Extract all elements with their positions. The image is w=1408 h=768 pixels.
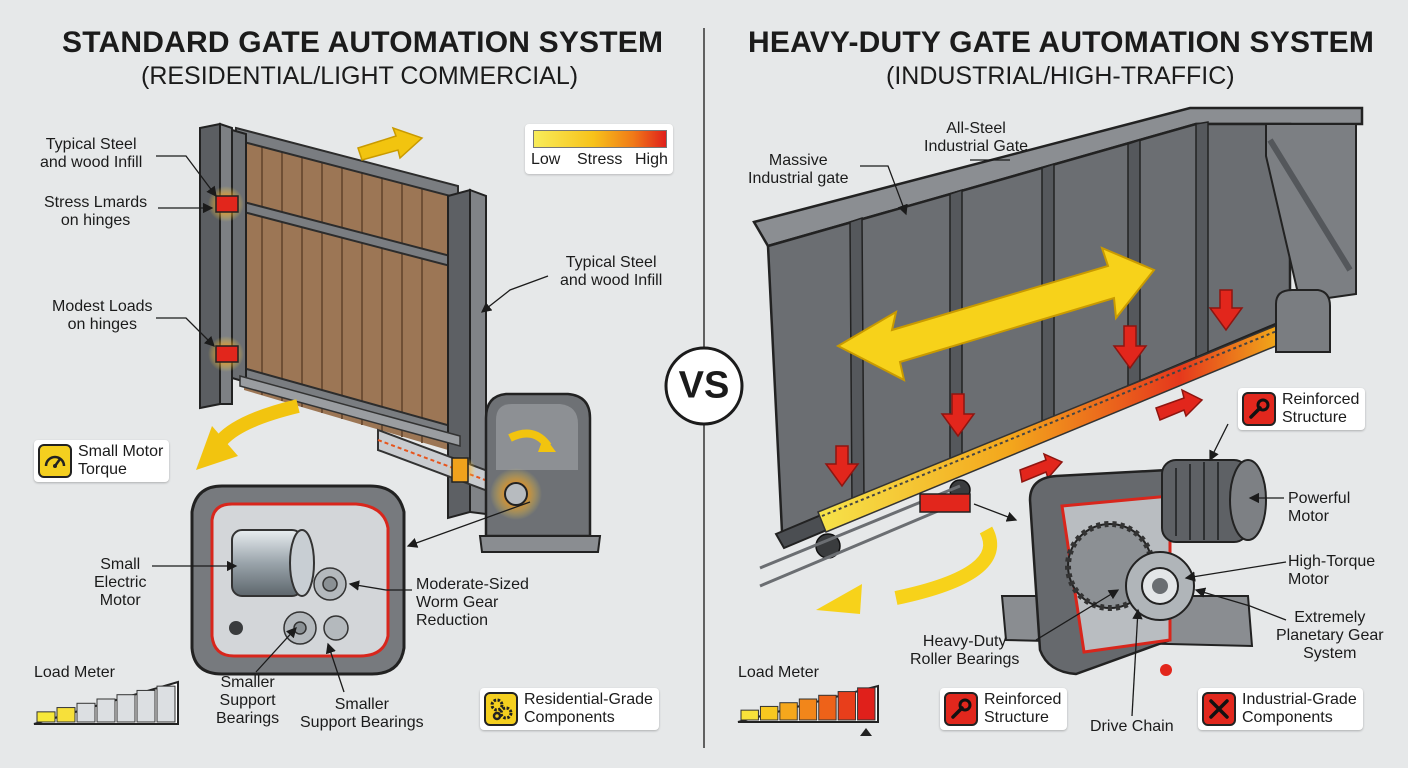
label-powerful-motor: Powerful Motor — [1288, 490, 1351, 525]
heavy-duty-gearbox — [1000, 459, 1267, 676]
label-infill-top: Typical Steel and wood Infill — [40, 136, 143, 171]
load-meter-segment — [76, 702, 96, 723]
double-motion-arrow — [835, 246, 1156, 382]
load-meter-segment — [740, 709, 759, 721]
label-planetary: Extremely Planetary Gear System — [1276, 609, 1384, 662]
stress-legend: Low Stress High — [525, 124, 673, 174]
label-all-steel: All-Steel Industrial Gate — [924, 120, 1029, 155]
curved-motion-arrow — [894, 526, 998, 605]
load-meter-segment — [798, 698, 818, 721]
load-meter-segment — [857, 687, 876, 721]
vs-circle — [664, 346, 744, 426]
gate-motion-arrows-left — [196, 126, 424, 470]
load-meter-segment — [36, 711, 56, 723]
label-smaller-bearings-2: Smaller Support Bearings — [300, 696, 424, 731]
load-meter-left — [33, 680, 179, 725]
label-load-meter-left: Load Meter — [34, 664, 115, 681]
badge-text: Small Motor Torque — [78, 443, 164, 478]
badge-industrial-components: Industrial-Grade Components — [1198, 688, 1363, 730]
label-roller-bearings: Heavy-Duty Roller Bearings — [910, 633, 1020, 668]
legend-low: Low — [531, 151, 561, 168]
badge-text: Industrial-Grade Components — [1242, 691, 1357, 726]
legend-high: High — [635, 151, 668, 168]
heavy-duty-gate — [752, 106, 1364, 588]
gears-icon — [484, 691, 518, 726]
vs-label: VS — [678, 364, 730, 407]
label-worm-gear: Moderate-Sized Worm Gear Reduction — [416, 576, 529, 629]
legend-mid: Stress — [577, 151, 623, 168]
badge-text: Reinforced Structure — [984, 691, 1062, 726]
label-stress-hinges: Stress Lmards on hinges — [44, 194, 148, 229]
standard-motor-operator — [478, 392, 602, 553]
load-meter-right — [737, 684, 879, 736]
label-infill-right: Typical Steel and wood Infill — [560, 254, 663, 289]
right-leader-lines — [860, 159, 1287, 717]
standard-gate — [199, 122, 513, 520]
stress-gradient-bar — [533, 130, 667, 148]
badge-text: Reinforced Structure — [1282, 391, 1360, 426]
load-meter-segment — [759, 705, 779, 721]
label-drive-chain: Drive Chain — [1090, 718, 1174, 735]
wrench-icon — [944, 691, 978, 726]
label-high-torque: High-Torque Motor — [1288, 553, 1376, 588]
load-meter-segment — [837, 691, 857, 721]
right-title: HEAVY-DUTY GATE AUTOMATION SYSTEM — [748, 26, 1375, 59]
label-load-meter-right: Load Meter — [738, 664, 819, 681]
load-meter-segment — [156, 685, 176, 723]
label-modest-loads: Modest Loads on hinges — [52, 298, 153, 333]
label-massive: Massive Industrial gate — [748, 152, 849, 187]
right-subtitle: (INDUSTRIAL/HIGH-TRAFFIC) — [886, 62, 1235, 90]
load-meter-segment — [818, 694, 837, 721]
left-subtitle: (RESIDENTIAL/LIGHT COMMERCIAL) — [141, 62, 579, 90]
load-meter-segment — [56, 707, 76, 723]
load-arrows — [824, 289, 1244, 488]
badge-residential-components: Residential-Grade Components — [480, 688, 659, 730]
left-leader-lines — [152, 155, 549, 693]
label-smaller-bearings-1: Smaller Support Bearings — [216, 674, 280, 727]
wrench-icon — [1242, 391, 1276, 426]
gauge-icon — [38, 443, 72, 478]
badge-small-motor-torque: Small Motor Torque — [34, 440, 170, 482]
left-title: STANDARD GATE AUTOMATION SYSTEM — [62, 26, 664, 59]
tools-icon — [1202, 691, 1236, 726]
standard-gearbox — [190, 484, 406, 676]
badge-text: Residential-Grade Components — [524, 691, 653, 726]
badge-reinforced-structure-top: Reinforced Structure — [1238, 388, 1366, 430]
load-meter-segment — [116, 694, 136, 723]
load-meter-segment — [779, 702, 798, 721]
load-meter-segment — [136, 689, 156, 723]
badge-reinforced-structure-bottom: Reinforced Structure — [940, 688, 1068, 730]
label-small-motor: Small Electric Motor — [94, 556, 147, 609]
load-meter-segment — [96, 698, 116, 723]
